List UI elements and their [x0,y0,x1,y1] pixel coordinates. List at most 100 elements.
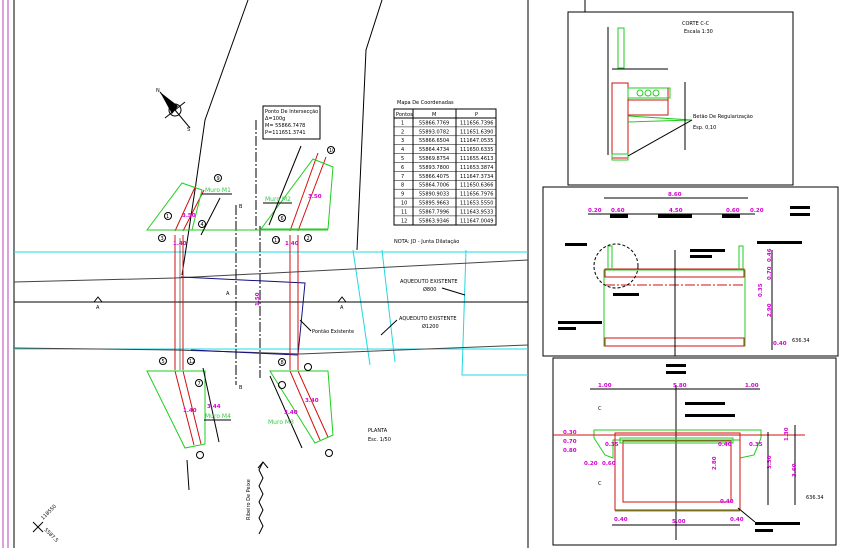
table-cell-point: 7 [401,174,404,180]
table-cell-m: 55866.7769 [419,120,449,126]
leader-aqueduct-1200 [380,319,398,336]
aqueduct-800-label: AQUEDUTO EXISTENTE [400,279,458,285]
wing-m2-outline [260,158,334,230]
dim-wing-2: 3.50 [308,194,322,200]
point-marker [187,357,195,365]
table-cell-m: 55864.4734 [419,147,449,153]
plan-title: PLANTA [368,428,388,434]
table-cell-point: 3 [401,138,404,144]
table-cell-m: 55863.9346 [419,218,449,224]
dim-br-1: 0.46 [767,248,773,262]
table-cell-m: 55869.8754 [419,156,449,162]
dim-cl-4: 0.20 [584,461,598,467]
table-cell-p: 111653.5550 [460,201,493,207]
section-a-arrow-icon [337,296,347,303]
level-b: 636.34 [792,338,810,344]
table-cell-m: 55864.7006 [419,183,449,189]
table-cell-p: 111656.7396 [460,120,493,126]
point-marker [304,363,312,371]
dim-c-top-1: 1.00 [598,383,612,389]
dim-br-2: 0.70 [767,266,773,280]
compass-south: S [187,127,190,133]
dim-c-top-2: 5.80 [673,383,687,389]
table-cell-p: 111655.4613 [460,156,493,162]
wing-m2-red-b [297,156,327,232]
table-header-p: P [475,112,478,118]
point-label: 11 [274,238,280,244]
point-label: 9 [217,176,220,182]
point-marker [278,214,286,222]
leader-existing-bridge [299,319,312,332]
dim-line-m4 [202,367,220,443]
table-cell-p: 111647.3734 [460,174,493,180]
table-cell-point: 6 [401,165,404,171]
dim-ci-4: 2.80 [712,456,718,470]
table-cell-p: 111643.9533 [460,209,493,215]
table-row: 5 55869.8754 111655.4613 [394,156,496,163]
wing-m3-red-b [297,370,329,438]
point-label: 12 [189,359,195,365]
table-cell-p: 111656.7976 [460,192,493,198]
stream-label: Ribeiro De Peixe [246,479,252,520]
label-thickness: Esp. 0,10 [693,125,716,131]
intersection-point-box: Ponto De Intersecção Δ=100g M= 55866.747… [262,105,321,140]
wing-m4-red-a [174,370,195,446]
wing-m1-red-a [174,184,197,232]
aqueduct-800-right [381,249,396,363]
dim-cr-1: 1.30 [784,427,790,441]
dim-cl-5: 0.60 [602,461,616,467]
terrain-line-right [356,0,383,251]
dim-ci-3: 0.35 [749,442,763,448]
dim-b-5: 0.20 [750,208,764,214]
dim-cl-3: 0.80 [563,448,577,454]
point-label: 8 [281,360,284,366]
table-cell-point: 1 [401,120,404,126]
aqueduct-1200-label: AQUEDUTO EXISTENTE [399,316,457,322]
table-cell-point: 5 [401,156,404,162]
section-cc-scale: Escala 1:30 [684,29,713,35]
point-marker [304,234,312,242]
dim-b-3: 4.50 [669,208,683,214]
dim-wall-1: 1.40 [173,241,187,247]
cut-c-bottom: C [598,481,602,487]
section-b-panel: 8.60 0.20 0.60 4.50 0.60 0.20 0.46 0.70 … [542,186,839,357]
point-label: 3 [161,236,164,242]
dim-cl-2: 0.70 [563,439,577,445]
section-a-left: A [96,305,100,311]
point-label: 6 [281,216,284,222]
dim-cl-1: 0.30 [563,430,577,436]
wing-m4-red-b [182,370,202,445]
table-cell-m: 55893.7800 [419,165,449,171]
dim-line-m2 [268,145,302,226]
point-marker [195,379,203,387]
plan-view: N S Muro M1 Muro M2 Muro M3 Muro M4 1.40… [13,0,529,544]
table-cell-p: 111650.6366 [460,183,493,189]
intersection-angle: Δ=100g [265,116,285,122]
wing-m2-red-a [289,152,319,232]
terrain-line-left [181,0,249,276]
table-cell-m: 55890.9033 [419,192,449,198]
section-c-panel: 1.00 5.80 1.00 C C 0.30 0.70 0.80 0.20 0… [552,357,837,546]
point-label: 1 [166,214,169,220]
intersection-title: Ponto De Intersecção [265,109,318,115]
dim-br-5: 0.40 [773,341,787,347]
dim-ci-1: 0.35 [605,442,619,448]
table-cell-point: 11 [401,209,407,215]
section-a-right: A [340,305,344,311]
point-marker [214,174,222,182]
point-label: 10 [329,148,335,154]
dim-b-1: 0.20 [588,208,602,214]
table-cell-point: 12 [401,218,407,224]
dim-c-top-3: 1.00 [745,383,759,389]
dim-ci-2: 0.40 [718,442,732,448]
table-cell-p: 111647.0535 [460,138,493,144]
dim-wing-1: 3.50 [182,213,196,219]
